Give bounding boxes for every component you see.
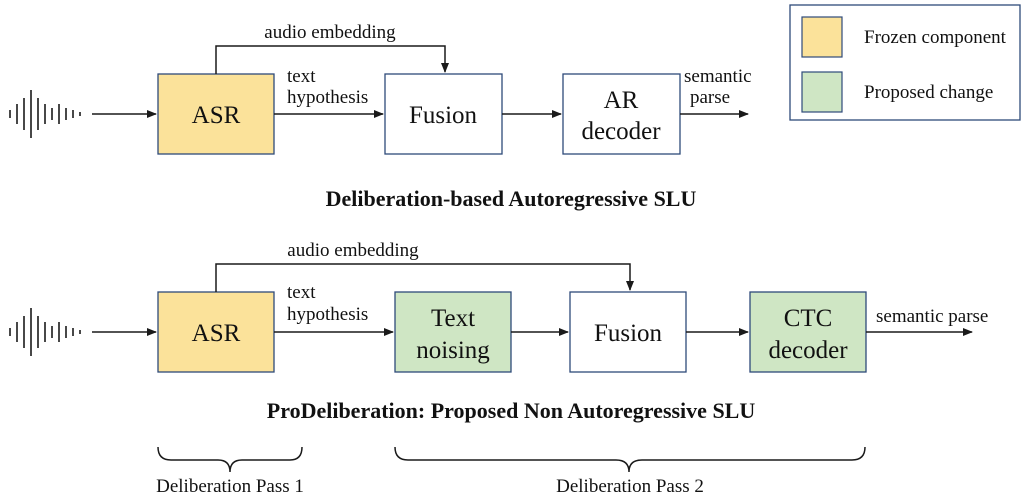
pass1-label: Deliberation Pass 1 — [156, 476, 304, 497]
top-diagram-title: Deliberation-based Autoregressive SLU — [326, 186, 697, 211]
fusion-box — [384, 73, 503, 155]
text-hypothesis-label-1: text — [287, 66, 316, 87]
asr-label: ASR — [192, 102, 241, 129]
text-hypothesis-label-1: text — [287, 282, 316, 303]
semantic-parse-label-2: parse — [690, 87, 730, 108]
legend-proposed-label: Proposed change — [864, 82, 993, 103]
asr-label: ASR — [192, 320, 241, 347]
text-hypothesis-label-2: hypothesis — [287, 304, 368, 325]
pass1-brace — [157, 446, 303, 473]
waveform-icon — [9, 90, 81, 138]
legend-frozen-label: Frozen component — [864, 27, 1007, 48]
semantic-parse-label-1: semantic — [684, 66, 752, 87]
waveform-icon — [9, 308, 81, 356]
legend: Frozen component Proposed change — [789, 4, 1021, 121]
text-hypothesis-label-2: hypothesis — [287, 87, 368, 108]
bottom-pipeline: ASR audio embedding text hypothesis Text… — [9, 240, 988, 423]
text-noising-label-2: noising — [416, 337, 490, 364]
text-noising-label-1: Text — [431, 305, 475, 332]
fusion-label: Fusion — [409, 102, 478, 129]
text-noising-box — [394, 291, 512, 373]
top-pipeline: ASR audio embedding text hypothesis Fusi… — [9, 22, 752, 211]
ctc-decoder-label-2: decoder — [768, 337, 848, 364]
audio-embedding-label: audio embedding — [264, 22, 396, 43]
ar-decoder-label-1: AR — [604, 87, 639, 114]
audio-embedding-arrow — [215, 45, 449, 74]
fusion-box — [569, 291, 687, 373]
audio-embedding-arrow — [215, 263, 634, 292]
ctc-decoder-label-1: CTC — [784, 305, 833, 332]
pass2-brace — [394, 446, 866, 473]
legend-frozen-swatch — [801, 16, 843, 58]
bottom-diagram-title: ProDeliberation: Proposed Non Autoregres… — [267, 398, 756, 423]
asr-box — [157, 291, 275, 373]
ctc-decoder-box — [749, 291, 867, 373]
audio-embedding-label: audio embedding — [287, 240, 419, 261]
pass-braces: Deliberation Pass 1 Deliberation Pass 2 — [156, 446, 866, 497]
ar-decoder-label-2: decoder — [581, 118, 661, 145]
fusion-label: Fusion — [594, 320, 663, 347]
legend-proposed-swatch — [801, 71, 843, 113]
pass2-label: Deliberation Pass 2 — [556, 476, 704, 497]
semantic-parse-label: semantic parse — [876, 306, 988, 327]
